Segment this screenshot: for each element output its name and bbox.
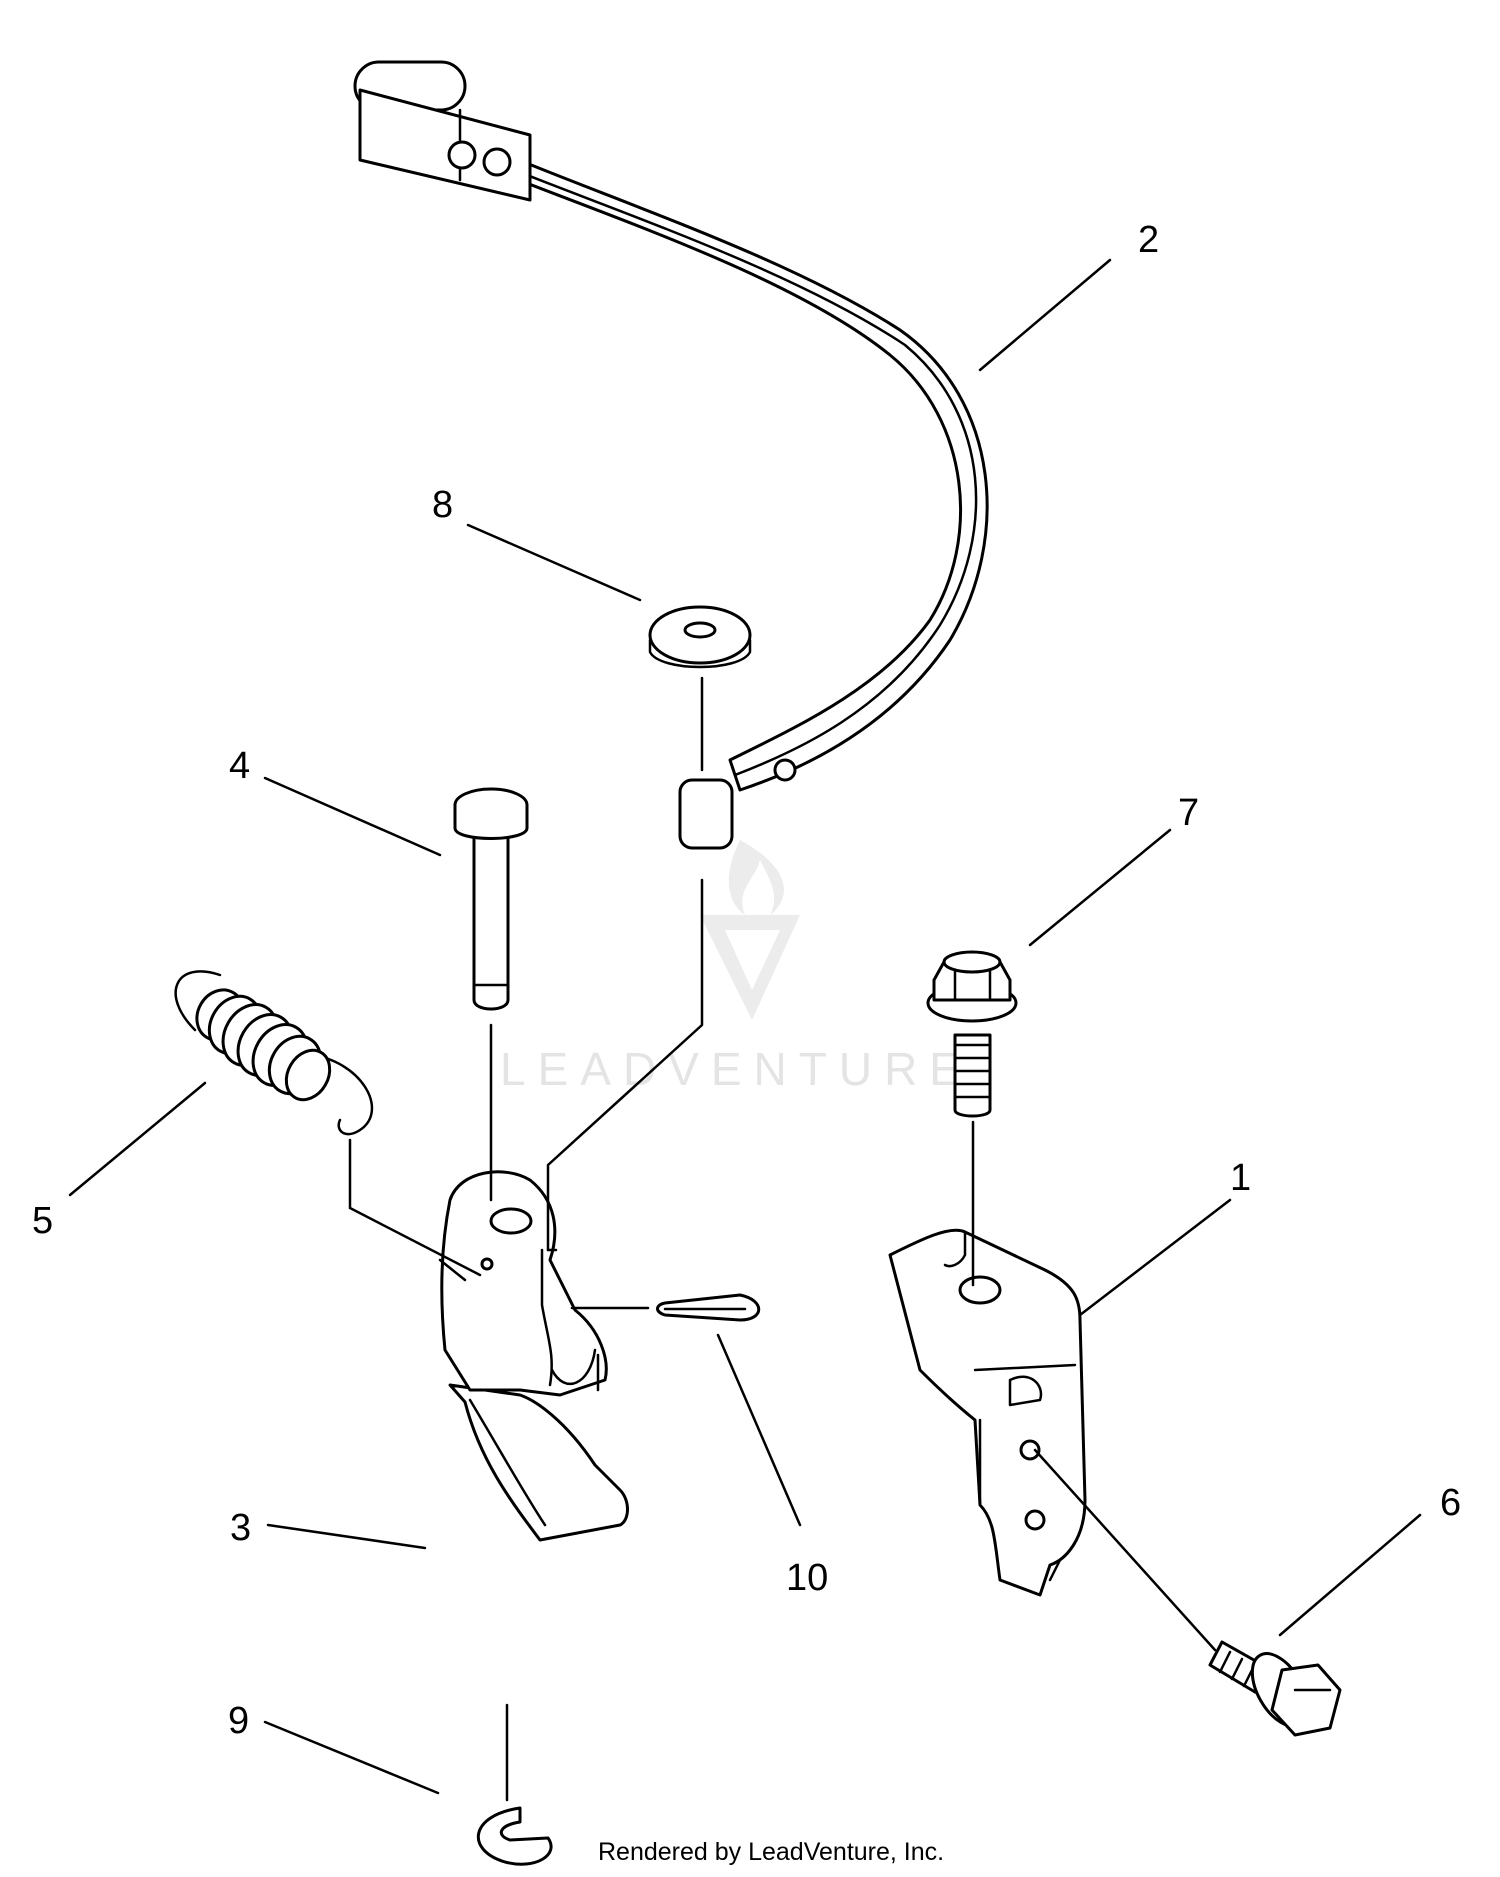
watermark: LEADVENTURE [500, 840, 972, 1095]
callout-leaders [68, 258, 1422, 1795]
callout-label: 5 [32, 1200, 53, 1242]
callout-label: 10 [786, 1557, 828, 1599]
mounting-bracket [888, 1228, 1087, 1597]
spring-coils [195, 988, 332, 1102]
clevis-pin [453, 787, 529, 1011]
flange-bolt-angled [1208, 1640, 1342, 1737]
leadventure-logo-icon [700, 840, 800, 1020]
render-credit: Rendered by LeadVenture, Inc. [598, 1838, 944, 1866]
callout-label: 1 [1230, 1157, 1251, 1199]
callout-label: 9 [228, 1700, 249, 1742]
brake-band [353, 60, 989, 850]
callout-label: 8 [432, 484, 453, 526]
callout-label: 2 [1138, 219, 1159, 261]
flange-bolt-vertical [926, 950, 1018, 1118]
brake-lever [438, 1170, 629, 1542]
callout-label: 4 [229, 745, 250, 787]
band-pin-block [678, 778, 734, 850]
callouts: 1 2 3 4 5 6 7 8 9 10 [32, 219, 1461, 1742]
band-hole [447, 140, 477, 170]
band-end-hole [773, 758, 797, 782]
callout-label: 3 [230, 1507, 251, 1549]
callout-label: 6 [1440, 1482, 1461, 1524]
extension-spring [174, 970, 374, 1136]
washer [648, 605, 752, 669]
band-hole [482, 147, 512, 177]
watermark-text: LEADVENTURE [500, 1043, 972, 1095]
assembly-lines [348, 676, 1217, 1802]
e-clip [476, 1806, 553, 1866]
callout-label: 7 [1178, 792, 1199, 834]
cotter-pin [656, 1293, 761, 1322]
